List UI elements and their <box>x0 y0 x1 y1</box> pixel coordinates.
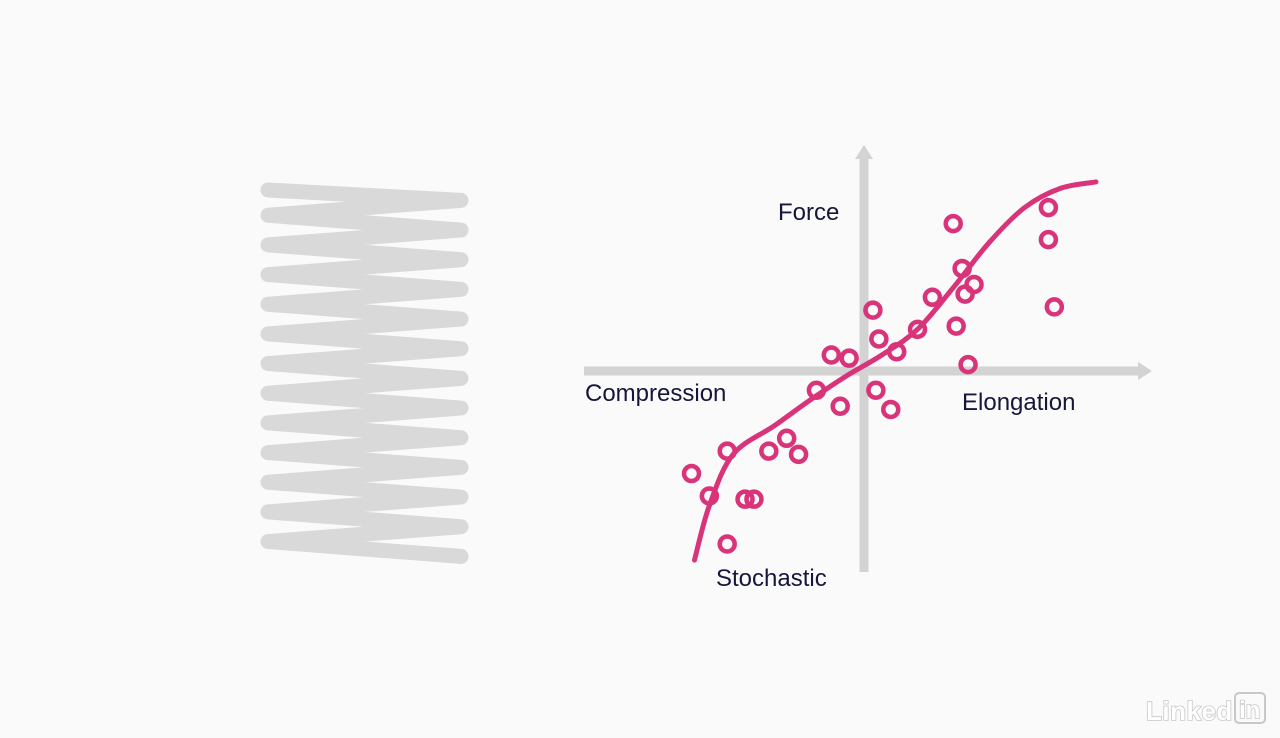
data-point-13 <box>839 348 859 368</box>
data-point-22 <box>958 354 978 375</box>
y-axis-arrowhead <box>855 145 873 159</box>
data-point-6 <box>717 534 737 554</box>
data-point-18 <box>886 342 907 362</box>
x-negative-label: Compression <box>585 380 726 407</box>
data-point-17 <box>881 399 901 420</box>
data-point-20 <box>922 287 943 308</box>
data-point-21 <box>946 316 966 336</box>
force-elongation-chart <box>584 145 1152 572</box>
data-point-16 <box>866 380 886 400</box>
data-point-7 <box>759 441 779 461</box>
brand-box-text: in <box>1239 697 1260 724</box>
y-negative-label: Stochastic <box>716 565 827 592</box>
data-point-2 <box>699 486 720 506</box>
data-point-14 <box>863 300 883 320</box>
data-point-9 <box>788 444 809 465</box>
brand-box-icon <box>1234 692 1266 724</box>
brand-logo: Linked in <box>1145 692 1266 727</box>
data-point-24 <box>964 274 984 295</box>
spring-illustration <box>260 182 469 564</box>
data-point-11 <box>830 396 850 416</box>
data-point-3 <box>717 441 737 461</box>
data-point-1 <box>681 463 702 484</box>
brand-wordmark: Linked <box>1146 696 1233 726</box>
data-point-28 <box>1038 229 1059 250</box>
data-point-15 <box>869 329 889 349</box>
data-point-5 <box>744 489 764 509</box>
data-point-19 <box>907 319 928 340</box>
data-point-26 <box>943 213 963 234</box>
data-point-12 <box>821 345 842 365</box>
data-point-29 <box>1044 297 1065 317</box>
data-point-10 <box>806 380 827 400</box>
data-point-8 <box>776 428 797 449</box>
data-point-27 <box>1038 197 1059 218</box>
data-point-25 <box>952 258 972 279</box>
y-positive-label: Force <box>778 199 839 226</box>
x-axis-arrowhead <box>1138 362 1152 380</box>
data-point-4 <box>735 489 755 509</box>
x-positive-label: Elongation <box>962 389 1075 416</box>
spring-coil <box>260 182 469 564</box>
